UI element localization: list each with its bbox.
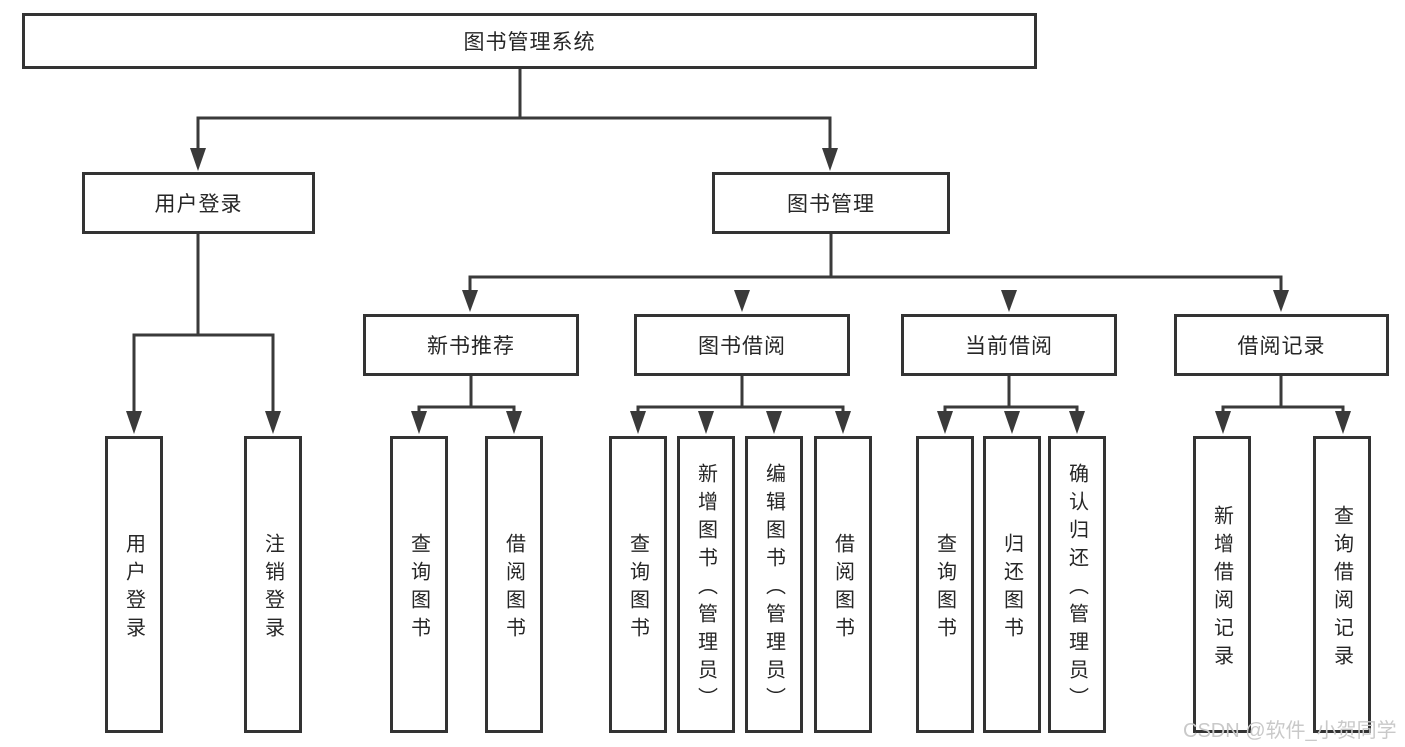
leaf-records-add-record-label: 新增借阅记录 [1210,504,1233,673]
leaf-user-login: 用户登录 [105,436,163,733]
node-current-borrow: 当前借阅 [901,314,1117,376]
leaf-current-return-books-label: 归还图书 [1000,532,1023,645]
leaf-current-confirm-return-admin: 确认归还（管理员） [1048,436,1106,733]
node-book-borrow-label: 图书借阅 [698,335,786,358]
node-library-system-label: 图书管理系统 [463,31,596,54]
leaf-records-add-record: 新增借阅记录 [1193,436,1251,733]
leaf-user-login-label: 用户登录 [122,532,145,645]
leaf-records-query-record: 查询借阅记录 [1313,436,1371,733]
leaf-current-return-books: 归还图书 [983,436,1041,733]
node-current-borrow-label: 当前借阅 [965,335,1053,358]
leaf-current-confirm-return-admin-label: 确认归还（管理员） [1065,462,1088,715]
leaf-recommend-query-books-label: 查询图书 [407,532,430,645]
leaf-borrow-add-books-admin-label: 新增图书（管理员） [694,462,717,715]
leaf-logout-label: 注销登录 [261,532,284,645]
node-new-book-recommend-label: 新书推荐 [427,335,515,358]
leaf-borrow-query-books-label: 查询图书 [626,532,649,645]
node-book-management: 图书管理 [712,172,950,234]
leaf-borrow-borrow-books: 借阅图书 [814,436,872,733]
leaf-recommend-query-books: 查询图书 [390,436,448,733]
node-new-book-recommend: 新书推荐 [363,314,579,376]
node-book-borrow: 图书借阅 [634,314,850,376]
leaf-current-query-books: 查询图书 [916,436,974,733]
leaf-logout: 注销登录 [244,436,302,733]
leaf-borrow-edit-books-admin: 编辑图书（管理员） [745,436,803,733]
node-user-login-label: 用户登录 [154,193,243,216]
leaf-records-query-record-label: 查询借阅记录 [1330,504,1353,673]
leaf-recommend-borrow-books-label: 借阅图书 [502,532,525,645]
node-book-management-label: 图书管理 [787,193,875,216]
leaf-borrow-edit-books-admin-label: 编辑图书（管理员） [762,462,785,715]
node-borrow-records: 借阅记录 [1174,314,1389,376]
node-library-system: 图书管理系统 [22,13,1037,69]
leaf-borrow-add-books-admin: 新增图书（管理员） [677,436,735,733]
node-borrow-records-label: 借阅记录 [1237,335,1326,358]
leaf-borrow-query-books: 查询图书 [609,436,667,733]
node-user-login: 用户登录 [82,172,315,234]
csdn-watermark: CSDN @软件_小贺同学 [1183,720,1397,742]
leaf-recommend-borrow-books: 借阅图书 [485,436,543,733]
leaf-current-query-books-label: 查询图书 [933,532,956,645]
leaf-borrow-borrow-books-label: 借阅图书 [831,532,854,645]
